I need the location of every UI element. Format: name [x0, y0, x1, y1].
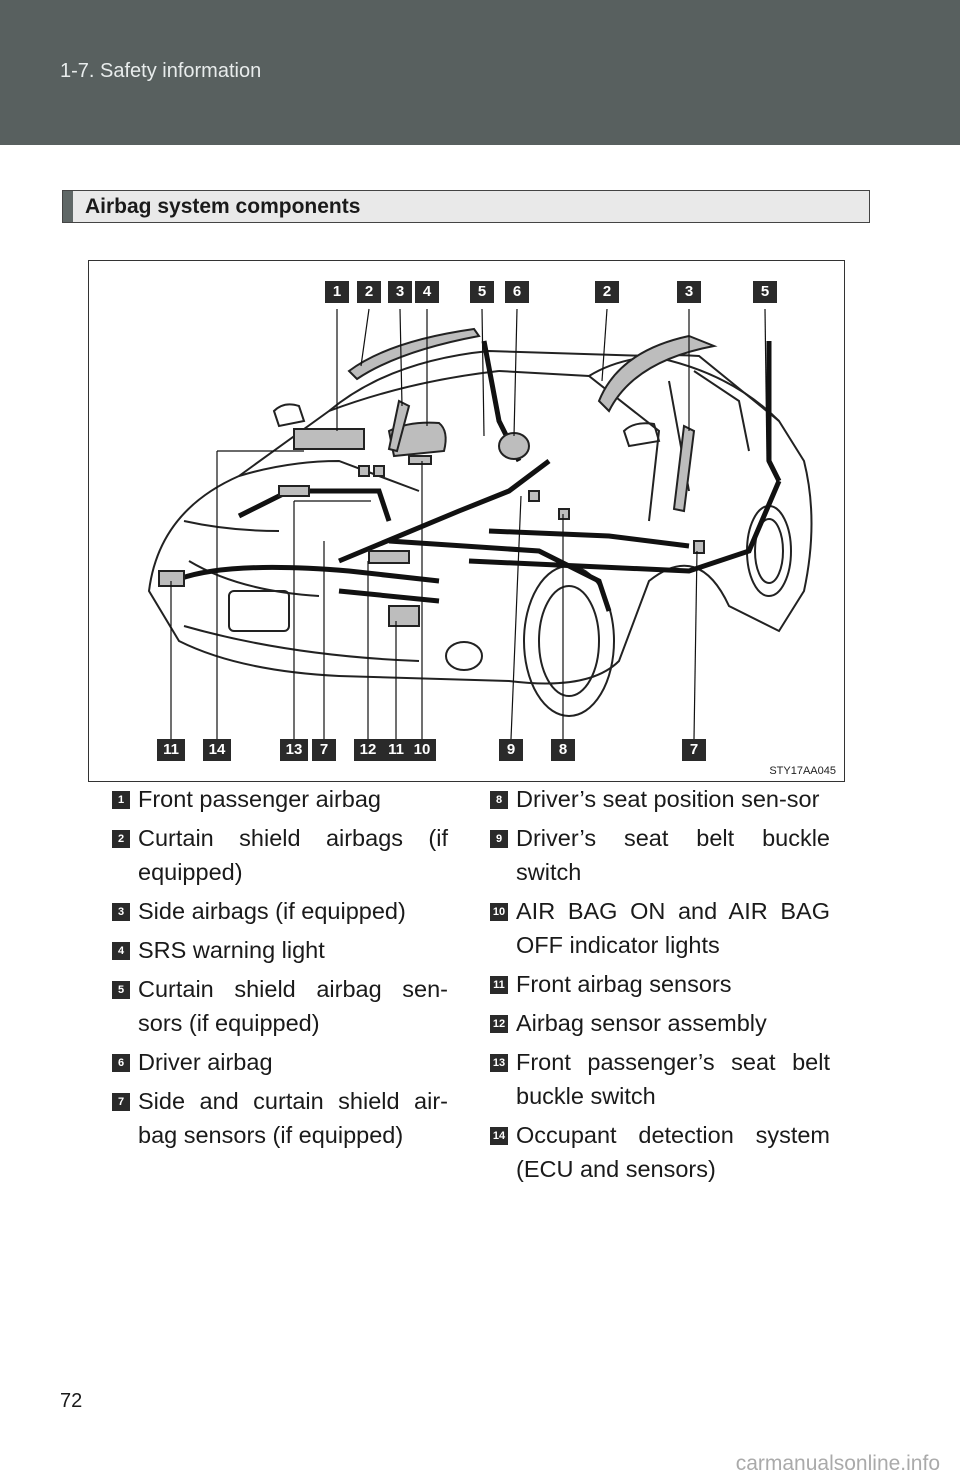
legend-item: 9 Driver’s seat belt buckle switch — [490, 821, 830, 889]
legend-item: 10 AIR BAG ON and AIR BAG OFF indicator l… — [490, 894, 830, 962]
legend-text: Side and curtain shield air-bag sensors … — [138, 1088, 448, 1148]
figure-code: STY17AA045 — [769, 765, 836, 777]
legend-item: 11 Front airbag sensors — [490, 967, 830, 1001]
callout-7b-bottom: 7 — [682, 739, 706, 761]
legend-badge: 11 — [490, 976, 508, 994]
legend-badge: 4 — [112, 942, 130, 960]
callout-4-top: 4 — [415, 281, 439, 303]
legend-badge: 6 — [112, 1054, 130, 1072]
heading-accent — [63, 191, 73, 222]
legend-text: Curtain shield airbag sen-sors (if equip… — [138, 976, 448, 1036]
callout-3b-top: 3 — [677, 281, 701, 303]
callout-10-bottom: 10 — [408, 739, 436, 761]
legend-badge: 1 — [112, 791, 130, 809]
legend-badge: 8 — [490, 791, 508, 809]
legend-text: AIR BAG ON and AIR BAG OFF indicator lig… — [516, 898, 830, 958]
legend-badge: 13 — [490, 1054, 508, 1072]
legend-badge: 7 — [112, 1093, 130, 1111]
legend-text: Driver’s seat belt buckle switch — [516, 825, 830, 885]
legend-badge: 2 — [112, 830, 130, 848]
legend-badge: 9 — [490, 830, 508, 848]
legend-text: Side airbags (if equipped) — [138, 898, 406, 924]
legend-right: 8 Driver’s seat position sen-sor 9 Driver’… — [490, 782, 830, 1191]
legend-badge: 10 — [490, 903, 508, 921]
callout-8-bottom: 8 — [551, 739, 575, 761]
legend-text: Front passenger airbag — [138, 786, 381, 812]
legend-text: Curtain shield airbags (if equipped) — [138, 825, 448, 885]
legend-item: 6 Driver airbag — [112, 1045, 448, 1079]
legend-badge: 5 — [112, 981, 130, 999]
section-heading-bar: Airbag system components — [62, 190, 870, 223]
callout-2-top: 2 — [357, 281, 381, 303]
callout-5b-top: 5 — [753, 281, 777, 303]
callout-2b-top: 2 — [595, 281, 619, 303]
callout-3-top: 3 — [388, 281, 412, 303]
legend-item: 14 Occupant detection system (ECU and sen… — [490, 1118, 830, 1186]
callout-5-top: 5 — [470, 281, 494, 303]
callout-9-bottom: 9 — [499, 739, 523, 761]
legend-item: 2 Curtain shield airbags (if equipped) — [112, 821, 448, 889]
legend-item: 7 Side and curtain shield air-bag sensors… — [112, 1084, 448, 1152]
legend-text: Front passenger’s seat belt buckle switc… — [516, 1049, 830, 1109]
legend-text: Occupant detection system (ECU and senso… — [516, 1122, 830, 1182]
section-title: Airbag system components — [85, 195, 361, 218]
legend-badge: 3 — [112, 903, 130, 921]
callout-1-top: 1 — [325, 281, 349, 303]
legend-text: Front airbag sensors — [516, 971, 732, 997]
page-header: 1-7. Safety information — [0, 0, 960, 145]
legend-badge: 14 — [490, 1127, 508, 1145]
legend-text: SRS warning light — [138, 937, 325, 963]
legend-item: 5 Curtain shield airbag sen-sors (if equi… — [112, 972, 448, 1040]
callout-11b-bottom: 11 — [382, 739, 410, 761]
legend-item: 8 Driver’s seat position sen-sor — [490, 782, 830, 816]
callout-14-bottom: 14 — [203, 739, 231, 761]
airbag-diagram: 1 2 3 4 5 6 2 3 5 11 14 13 7 12 11 10 9 … — [88, 260, 845, 782]
legend-text: Driver’s seat position sen-sor — [516, 786, 820, 812]
callout-7-bottom: 7 — [312, 739, 336, 761]
section-breadcrumb: 1-7. Safety information — [60, 60, 262, 82]
legend-item: 13 Front passenger’s seat belt buckle swi… — [490, 1045, 830, 1113]
watermark: carmanualsonline.info — [735, 1452, 940, 1475]
page-number: 72 — [60, 1390, 83, 1412]
legend-badge: 12 — [490, 1015, 508, 1033]
car-illustration — [147, 308, 813, 740]
legend-item: 12 Airbag sensor assembly — [490, 1006, 830, 1040]
legend-text: Airbag sensor assembly — [516, 1010, 767, 1036]
legend-item: 3 Side airbags (if equipped) — [112, 894, 448, 928]
callout-13-bottom: 13 — [280, 739, 308, 761]
callout-11-bottom: 11 — [157, 739, 185, 761]
legend-item: 4 SRS warning light — [112, 933, 448, 967]
callout-12-bottom: 12 — [354, 739, 382, 761]
legend-text: Driver airbag — [138, 1049, 273, 1075]
legend-item: 1 Front passenger airbag — [112, 782, 448, 816]
callout-6-top: 6 — [505, 281, 529, 303]
